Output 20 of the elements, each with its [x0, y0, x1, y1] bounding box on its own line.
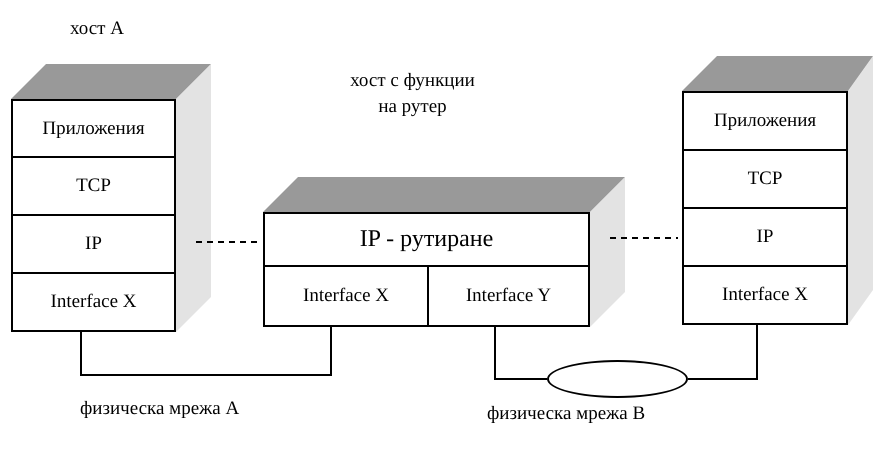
network-cable	[494, 327, 547, 380]
network-cable	[688, 325, 758, 380]
layer-label: TCP	[748, 168, 782, 190]
layer-label: Interface X	[722, 284, 808, 306]
network-label: хост с функции на рутер	[349, 69, 476, 119]
layer-label: Приложения	[714, 110, 816, 132]
network-label: физическа мрежа A	[80, 397, 240, 421]
layer-label: Interface X	[50, 291, 136, 313]
dashed-line	[610, 237, 678, 239]
network-label: хост A	[70, 17, 124, 41]
layer-label: IP - рутиране	[360, 226, 494, 253]
layer-label: Interface X	[303, 285, 389, 307]
dashed-line	[196, 241, 259, 243]
network-cable	[80, 327, 332, 376]
layer-label: TCP	[76, 175, 111, 197]
layer-label: Приложения	[42, 118, 145, 140]
layer-label: IP	[756, 226, 774, 248]
layer-label: IP	[85, 233, 102, 255]
layer-label: Interface Y	[466, 285, 552, 307]
network-label: физическа мрежа B	[487, 402, 646, 426]
